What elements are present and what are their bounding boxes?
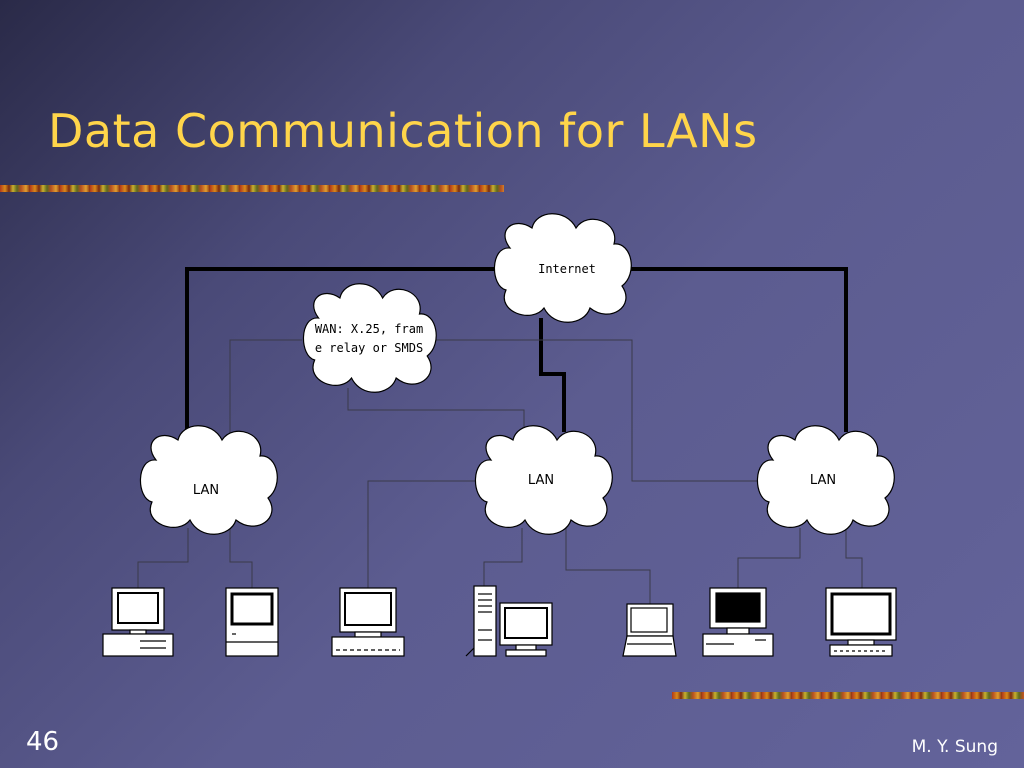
wan-label-line2: e relay or SMDS xyxy=(315,341,423,355)
decorative-band-bottom xyxy=(672,692,1024,699)
wan-line-left xyxy=(229,339,302,440)
desktop-computer-1 xyxy=(102,587,174,657)
line-server xyxy=(483,528,523,588)
backbone-lines xyxy=(185,267,848,438)
author-footer: M. Y. Sung xyxy=(911,737,998,757)
wan-cloud xyxy=(302,283,437,393)
page-number: 46 xyxy=(26,727,60,757)
lan-device-lines xyxy=(137,480,863,604)
wan-label-line1: WAN: X.25, fram xyxy=(315,322,423,336)
decorative-band-top xyxy=(0,185,504,192)
server-tower-computer xyxy=(465,585,553,657)
backbone-center xyxy=(539,318,566,432)
laptop-computer xyxy=(622,603,677,657)
line-pc3 xyxy=(367,480,476,588)
internet-label: Internet xyxy=(538,262,596,276)
line-pc7 xyxy=(845,528,863,588)
backbone-left xyxy=(185,267,494,438)
line-pc1 xyxy=(137,528,189,588)
wan-lines xyxy=(229,339,758,482)
line-laptop xyxy=(565,528,651,604)
line-pc2 xyxy=(229,528,253,588)
lan-left-cloud xyxy=(139,425,278,535)
lan-center-label: LAN xyxy=(528,473,554,488)
line-pc6 xyxy=(737,528,801,588)
wan-line-center xyxy=(347,388,525,432)
desktop-computer-3 xyxy=(331,587,405,657)
lan-right-label: LAN xyxy=(810,473,836,488)
wan-line-right xyxy=(436,339,758,482)
desktop-computer-2 xyxy=(225,587,279,657)
desktop-computer-7 xyxy=(825,587,897,657)
lan-left-label: LAN xyxy=(193,483,219,498)
slide-title: Data Communication for LANs xyxy=(48,104,758,158)
backbone-right xyxy=(630,267,848,432)
desktop-computer-6 xyxy=(702,587,774,657)
